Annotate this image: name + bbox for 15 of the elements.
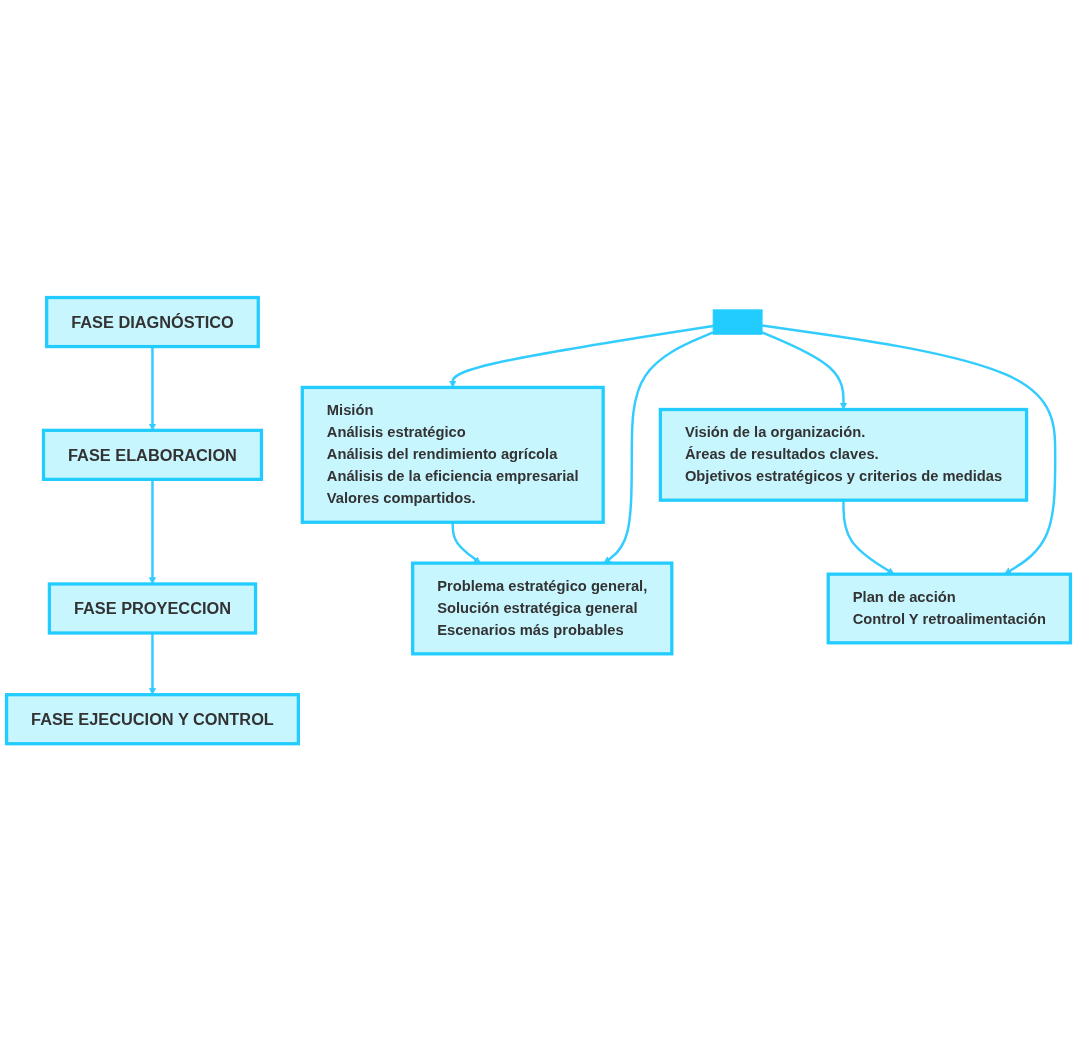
arrow	[148, 346, 157, 431]
arrow	[761, 324, 1057, 575]
node-box	[45, 295, 260, 349]
node-box	[411, 561, 674, 656]
node-box	[47, 582, 258, 635]
node-box	[4, 692, 300, 746]
arrow	[761, 331, 848, 410]
node-box	[826, 572, 1073, 645]
arrow	[449, 324, 714, 388]
node-box	[300, 385, 605, 524]
node-box	[658, 407, 1029, 502]
node-bar	[712, 309, 763, 335]
arrow	[842, 500, 895, 575]
node-box	[41, 428, 264, 481]
arrow	[148, 632, 157, 695]
